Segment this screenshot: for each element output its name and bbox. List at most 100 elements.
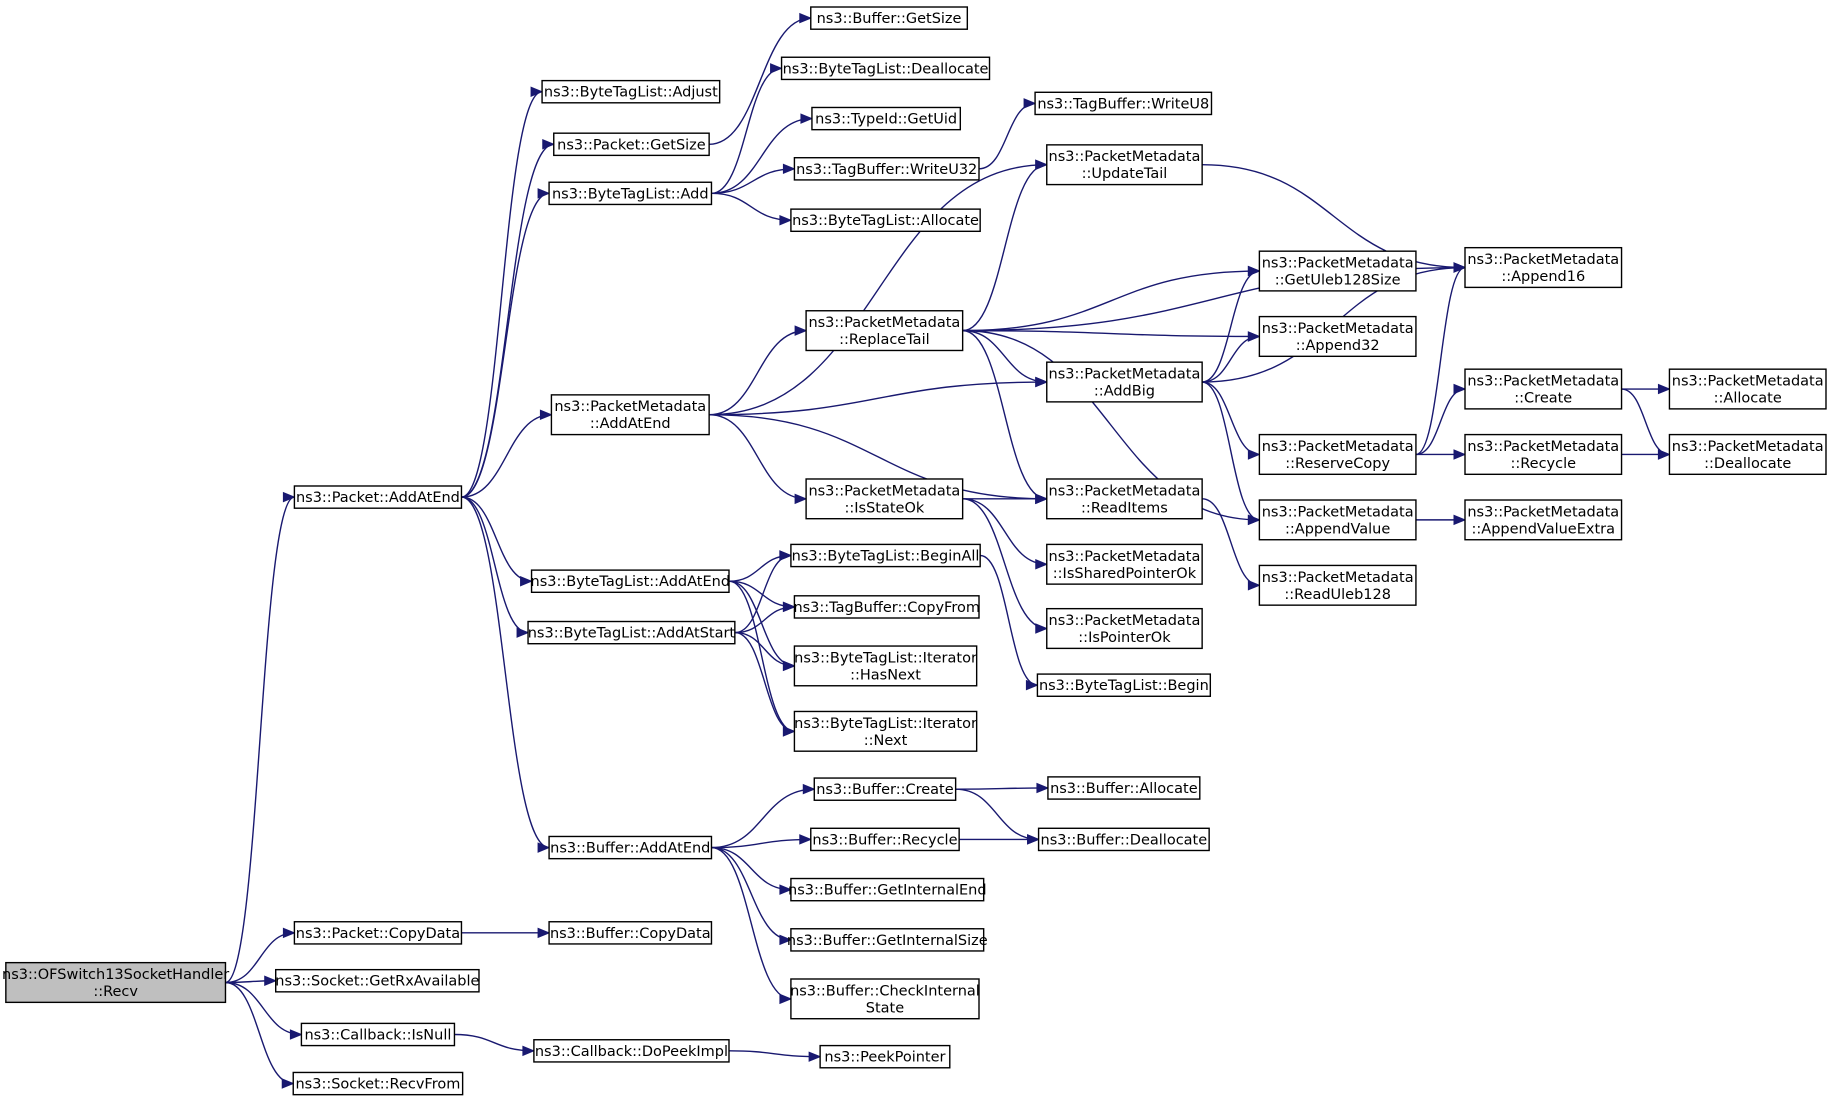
graph-node[interactable]: ns3::PacketMetadata::ReadUleb128 xyxy=(1258,564,1417,606)
node-box xyxy=(793,595,980,619)
graph-node[interactable]: ns3::PeekPointer xyxy=(819,1044,951,1069)
graph-node[interactable]: ns3::PacketMetadata::AppendValue xyxy=(1258,499,1417,541)
edge-line xyxy=(461,192,550,498)
graph-node[interactable]: ns3::PacketMetadata::AddBig xyxy=(1046,361,1203,403)
graph-node[interactable]: ns3::ByteTagList::AddAtEnd xyxy=(530,569,731,594)
node-label: ns3::PacketMetadata xyxy=(1672,374,1824,390)
graph-node[interactable]: ns3::PacketMetadata::IsStateOk xyxy=(805,478,964,520)
graph-node[interactable]: ns3::TagBuffer::WriteU8 xyxy=(1034,91,1213,116)
node-box xyxy=(793,710,978,752)
graph-node[interactable]: ns3::Buffer::GetInternalEnd xyxy=(788,877,987,902)
graph-node[interactable]: ns3::ByteTagList::Begin xyxy=(1036,673,1212,697)
edge-arrowhead xyxy=(520,575,533,587)
graph-node[interactable]: ns3::ByteTagList::Iterator::Next xyxy=(793,710,978,752)
edge-line xyxy=(955,788,1039,841)
edge-line xyxy=(711,117,812,195)
graph-node[interactable]: ns3::PacketMetadata::Recycle xyxy=(1464,433,1623,476)
graph-edge xyxy=(461,496,530,638)
node-label: ns3::ByteTagList::BeginAll xyxy=(792,549,980,565)
graph-node[interactable]: ns3::Buffer::Create xyxy=(813,777,957,801)
edge-arrowhead xyxy=(794,325,808,336)
graph-node[interactable]: ns3::ByteTagList::Iterator::HasNext xyxy=(793,645,978,687)
graph-node[interactable]: ns3::Buffer::Recycle xyxy=(810,827,960,852)
node-box xyxy=(533,1039,730,1063)
graph-edge xyxy=(1202,265,1261,383)
graph-node[interactable]: ns3::Socket::RecvFrom xyxy=(292,1071,464,1096)
graph-node[interactable]: ns3::TagBuffer::CopyFrom xyxy=(793,595,980,619)
edges-layer xyxy=(225,12,1671,1089)
node-label: ::ReserveCopy xyxy=(1285,456,1390,472)
graph-node[interactable]: ns3::ByteTagList::Adjust xyxy=(541,79,721,104)
node-box xyxy=(1258,499,1417,541)
graph-node[interactable]: ns3::Callback::DoPeekImpl xyxy=(533,1039,730,1063)
graph-edge xyxy=(1621,388,1671,460)
node-label: ns3::ByteTagList::AddAtEnd xyxy=(531,574,731,590)
graph-node[interactable]: ns3::PacketMetadata::IsPointerOk xyxy=(1046,607,1203,650)
graph-node[interactable]: ns3::PacketMetadata::Deallocate xyxy=(1668,433,1827,476)
graph-node[interactable]: ns3::TypeId::GetUid xyxy=(811,106,962,131)
node-box xyxy=(275,968,480,993)
graph-node[interactable]: ns3::ByteTagList::Deallocate xyxy=(780,56,991,81)
graph-node[interactable]: ns3::PacketMetadata::Allocate xyxy=(1668,368,1827,410)
graph-edge xyxy=(454,1033,536,1057)
graph-node[interactable]: ns3::OFSwitch13SocketHandler::Recv xyxy=(2,961,229,1004)
node-box xyxy=(1464,499,1623,541)
graph-node[interactable]: ns3::ByteTagList::AddAtStart xyxy=(527,620,736,645)
node-label: ::ReplaceTail xyxy=(839,332,930,348)
edge-arrowhead xyxy=(1035,376,1049,388)
node-box xyxy=(550,394,710,436)
edge-arrowhead xyxy=(1035,623,1049,634)
graph-node[interactable]: ns3::Buffer::AddAtEnd xyxy=(548,835,713,860)
graph-node[interactable]: ns3::PacketMetadata::IsSharedPointerOk xyxy=(1046,543,1203,585)
node-label: ns3::PacketMetadata xyxy=(554,399,706,415)
node-box xyxy=(1258,250,1417,292)
edge-arrowhead xyxy=(1453,383,1467,395)
graph-node[interactable]: ns3::PacketMetadata::UpdateTail xyxy=(1046,144,1203,186)
edge-arrowhead xyxy=(1023,98,1037,109)
node-label: ::IsSharedPointerOk xyxy=(1053,566,1197,582)
graph-node[interactable]: ns3::ByteTagList::Add xyxy=(548,181,713,206)
edge-line xyxy=(734,631,795,733)
graph-node[interactable]: ns3::Packet::AddAtEnd xyxy=(293,485,463,509)
graph-node[interactable]: ns3::PacketMetadata::AddAtEnd xyxy=(550,394,710,436)
edge-line xyxy=(225,981,294,1085)
graph-node[interactable]: ns3::ByteTagList::BeginAll xyxy=(790,543,981,568)
graph-node[interactable]: ns3::Buffer::CopyData xyxy=(548,921,713,945)
graph-edge xyxy=(711,846,793,946)
node-box xyxy=(1046,478,1203,520)
graph-edge xyxy=(1415,514,1467,526)
graph-node[interactable]: ns3::Callback::IsNull xyxy=(300,1022,456,1047)
edge-arrowhead xyxy=(782,726,796,737)
edge-line xyxy=(1415,266,1466,456)
graph-node[interactable]: ns3::PacketMetadata::Append32 xyxy=(1258,315,1417,358)
node-label: ns3::ByteTagList::Add xyxy=(552,186,709,202)
edge-arrowhead xyxy=(539,409,553,420)
graph-node[interactable]: ns3::Buffer::Deallocate xyxy=(1037,827,1210,852)
graph-node[interactable]: ns3::Packet::GetSize xyxy=(553,132,710,157)
graph-node[interactable]: ns3::Socket::GetRxAvailable xyxy=(275,968,480,993)
graph-node[interactable]: ns3::ByteTagList::Allocate xyxy=(790,208,981,233)
node-label: ::GetUleb128Size xyxy=(1275,273,1401,289)
graph-node[interactable]: ns3::PacketMetadata::Create xyxy=(1464,368,1623,410)
graph-node[interactable]: ns3::Buffer::Allocate xyxy=(1047,776,1201,800)
graph-node[interactable]: ns3::Packet::CopyData xyxy=(293,921,463,945)
edge-arrowhead xyxy=(1247,449,1261,460)
graph-node[interactable]: ns3::PacketMetadata::Append16 xyxy=(1464,246,1623,289)
graph-edge xyxy=(711,192,793,226)
edge-line xyxy=(461,496,529,634)
node-label: ns3::Buffer::Allocate xyxy=(1050,781,1198,797)
node-label: ::AppendValue xyxy=(1285,521,1390,537)
graph-node[interactable]: ns3::PacketMetadata::AppendValueExtra xyxy=(1464,499,1623,541)
node-label: ns3::PacketMetadata xyxy=(1467,374,1619,390)
graph-node[interactable]: ns3::PacketMetadata::ReplaceTail xyxy=(805,310,964,352)
graph-node[interactable]: ns3::Buffer::GetInternalSize xyxy=(787,928,988,952)
graph-node[interactable]: ns3::Buffer::GetSize xyxy=(810,6,969,30)
node-box xyxy=(530,569,730,594)
graph-node[interactable]: ns3::TagBuffer::WriteU32 xyxy=(793,157,980,181)
node-label: ns3::ByteTagList::Iterator xyxy=(794,716,977,732)
edge-line xyxy=(709,414,1047,500)
graph-node[interactable]: ns3::PacketMetadata::GetUleb128Size xyxy=(1258,250,1417,292)
graph-node[interactable]: ns3::PacketMetadata::ReserveCopy xyxy=(1258,433,1417,476)
graph-node[interactable]: ns3::PacketMetadata::ReadItems xyxy=(1046,478,1203,520)
